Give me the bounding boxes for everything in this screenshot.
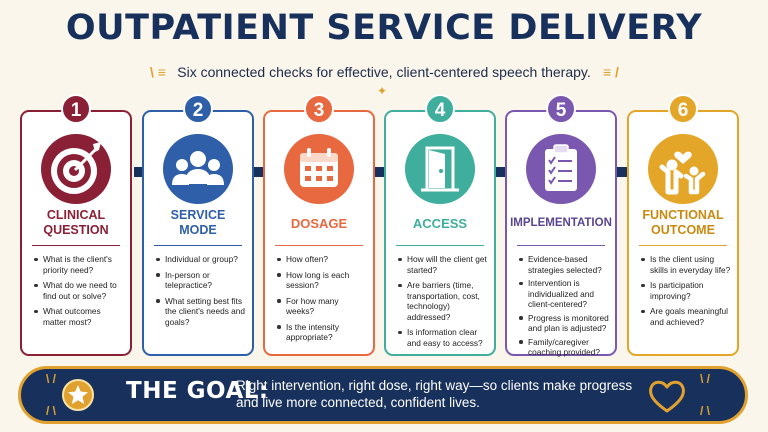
group-icon: [163, 134, 233, 204]
sparkle-icon: / \: [700, 404, 711, 418]
step-bullets: How will the client get started? Are bar…: [398, 254, 488, 353]
star-icon: [62, 379, 94, 411]
step-bullets: Individual or group? In-person or telepr…: [156, 254, 246, 332]
list-item: Evidence-based strategies selected?: [519, 254, 609, 275]
step-title: DOSAGE: [290, 216, 348, 231]
list-item: How will the client get started?: [398, 254, 488, 275]
list-item: How long is each session?: [277, 270, 367, 291]
step-number-badge: 5: [546, 94, 576, 124]
target-icon: [41, 134, 111, 204]
step-bullets: Is the client using skills in everyday l…: [641, 254, 731, 332]
sparkle-icon: \ ≡: [150, 64, 166, 80]
sparkle-icon: ✦: [377, 84, 388, 98]
list-item: Intervention is individualized and clien…: [519, 278, 609, 310]
page-title: OUTPATIENT SERVICE DELIVERY: [65, 8, 703, 48]
step-number-badge: 3: [304, 94, 334, 124]
heart-icon: [649, 380, 685, 413]
step-title: IMPLEMENTATION: [510, 217, 612, 229]
list-item: Is the client using skills in everyday l…: [641, 254, 731, 275]
clipboard-icon: [526, 134, 596, 204]
list-item: What is the client's priority need?: [34, 254, 124, 275]
sparkle-icon: \ /: [700, 372, 711, 386]
sparkle-icon: / \: [46, 404, 57, 418]
goal-text: Right intervention, right dose, right wa…: [236, 378, 633, 410]
list-item: Are barriers (time, transportation, cost…: [398, 280, 488, 322]
divider: [639, 245, 727, 246]
list-item: What setting best fits the client's need…: [156, 296, 246, 328]
list-item: For how many weeks?: [277, 296, 367, 317]
step-bullets: What is the client's priority need? What…: [34, 254, 124, 332]
step-number-badge: 2: [183, 94, 213, 124]
divider: [517, 245, 605, 246]
list-item: Is information clear and easy to access?: [398, 327, 488, 348]
list-item: Is the intensity appropriate?: [277, 322, 367, 343]
divider: [275, 245, 363, 246]
list-item: Is participation improving?: [641, 280, 731, 301]
list-item: Individual or group?: [156, 254, 246, 265]
step-number-badge: 1: [61, 94, 91, 124]
step-number-badge: 4: [425, 94, 455, 124]
step-title: ACCESS: [412, 216, 468, 231]
step-number-badge: 6: [668, 94, 698, 124]
step-bullets: Evidence-based strategies selected? Inte…: [519, 254, 609, 361]
list-item: Are goals meaningful and achieved?: [641, 306, 731, 327]
list-item: Progress is monitored and plan is adjust…: [519, 313, 609, 334]
step-card-access: ACCESS How will the client get started? …: [384, 110, 496, 356]
list-item: How often?: [277, 254, 367, 265]
goal-label: THE GOAL:: [126, 378, 269, 404]
list-item: In-person or telepractice?: [156, 270, 246, 291]
step-card-dosage: DOSAGE How often? How long is each sessi…: [263, 110, 375, 356]
sparkle-icon: ≡ /: [603, 64, 619, 80]
calendar-icon: [284, 134, 354, 204]
family-icon: [648, 134, 718, 204]
divider: [396, 245, 484, 246]
sparkle-icon: \ /: [46, 372, 57, 386]
divider: [154, 245, 242, 246]
list-item: What outcomes matter most?: [34, 306, 124, 327]
goal-banner: [18, 366, 748, 424]
step-bullets: How often? How long is each session? For…: [277, 254, 367, 348]
door-icon: [405, 134, 475, 204]
list-item: What do we need to find out or solve?: [34, 280, 124, 301]
list-item: Family/caregiver coaching provided?: [519, 337, 609, 358]
divider: [32, 245, 120, 246]
page-subtitle: Six connected checks for effective, clie…: [177, 64, 591, 80]
step-card-implementation: IMPLEMENTATION Evidence-based strategies…: [505, 110, 617, 357]
